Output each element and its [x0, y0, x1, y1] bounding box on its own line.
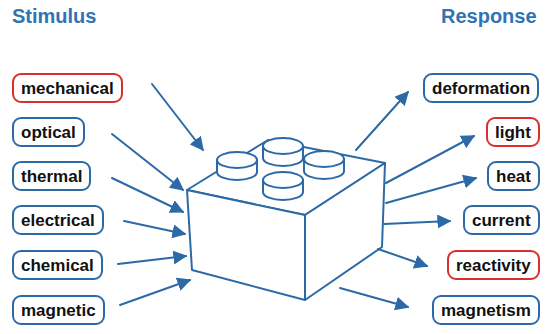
stimulus-response-box: optical [12, 117, 85, 147]
stimulus-response-box: magnetism [432, 295, 540, 325]
brick-studs [217, 138, 344, 200]
box-label: light [495, 124, 531, 141]
box-label: electrical [21, 212, 95, 229]
stimulus-response-box: mechanical [12, 73, 123, 103]
box-label: chemical [21, 257, 94, 274]
box-label: optical [21, 124, 76, 141]
box-label: magnetism [441, 302, 531, 319]
stimulus-response-box: chemical [12, 250, 103, 280]
stimulus-response-box: heat [487, 161, 540, 191]
box-label: heat [496, 168, 531, 185]
box-label: thermal [21, 168, 82, 185]
box-label: magnetic [21, 302, 96, 319]
column-heading: Stimulus [12, 5, 96, 28]
stimulus-response-box: electrical [12, 205, 104, 235]
stimulus-response-box: reactivity [447, 250, 540, 280]
column-heading: Response [441, 5, 537, 28]
stimulus-response-box: current [463, 205, 540, 235]
brick-left-face [187, 190, 305, 300]
stimulus-response-box: deformation [423, 73, 539, 103]
stimulus-response-box: thermal [12, 161, 91, 191]
box-label: mechanical [21, 80, 114, 97]
box-label: reactivity [456, 257, 531, 274]
box-label: current [472, 212, 531, 229]
box-label: deformation [432, 80, 530, 97]
brick-right-face [305, 163, 385, 300]
stimulus-arrows [112, 84, 203, 305]
stimulus-response-box: magnetic [12, 295, 105, 325]
stimulus-response-box: light [486, 117, 540, 147]
